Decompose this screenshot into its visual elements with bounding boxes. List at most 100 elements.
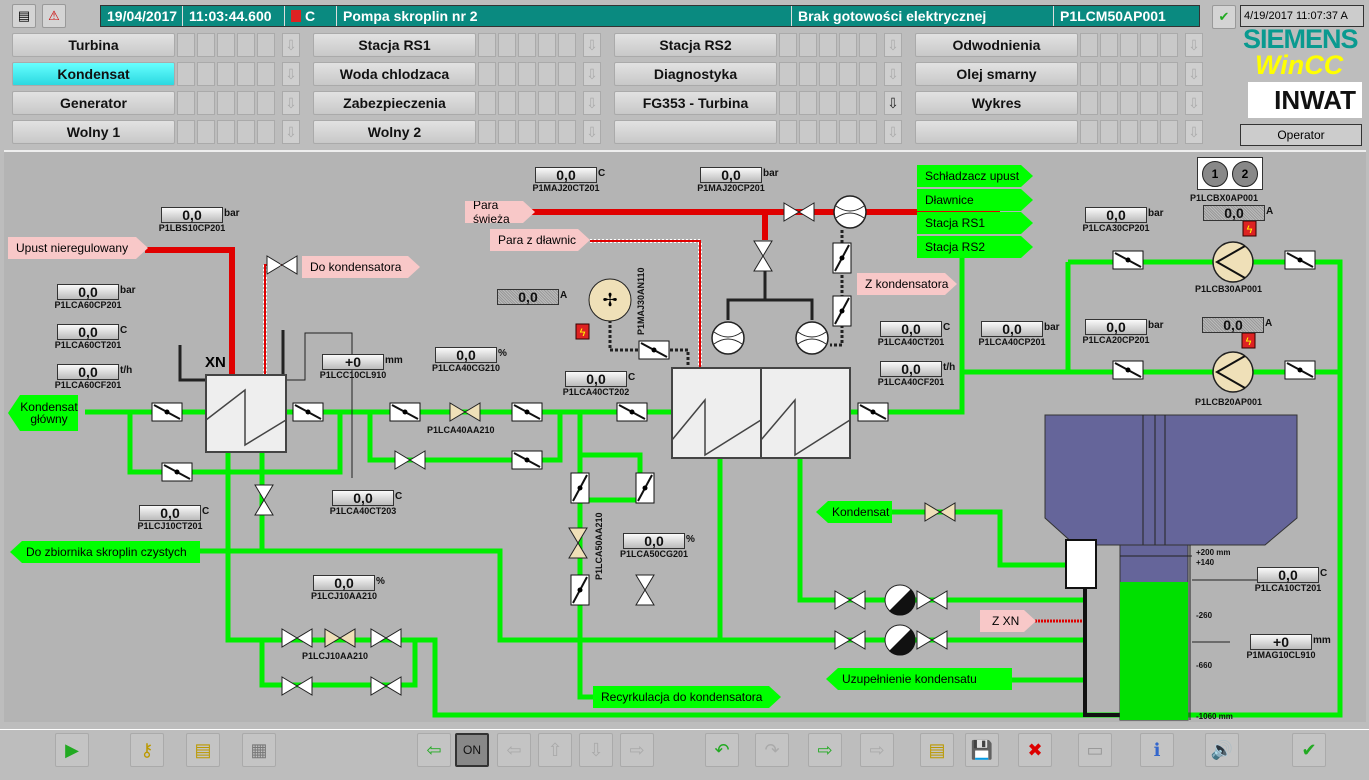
open-icon[interactable]: ⇨ xyxy=(808,733,842,767)
folder-icon[interactable]: ▤ xyxy=(920,733,954,767)
forward-icon[interactable]: ⇨ xyxy=(860,733,894,767)
check-valve[interactable] xyxy=(389,402,421,422)
tag-para-z-dlawnic[interactable]: Para z dławnic xyxy=(490,229,590,251)
arrow-down-icon[interactable]: ⇩ xyxy=(1185,91,1203,115)
arrow-down-icon[interactable]: ⇩ xyxy=(884,120,902,144)
check-valve[interactable] xyxy=(832,242,852,274)
pump-icon[interactable] xyxy=(1212,351,1254,393)
value-display[interactable]: 0,0%P1LCA40CG210 xyxy=(416,347,516,373)
valve[interactable] xyxy=(370,676,402,696)
ejector-icon[interactable] xyxy=(833,195,867,229)
tag-stacja-rs1[interactable]: Stacja RS1 xyxy=(917,212,1033,234)
ball-valve-icon[interactable] xyxy=(884,584,916,616)
valve[interactable] xyxy=(753,240,773,272)
check-valve[interactable] xyxy=(635,472,655,504)
valve[interactable] xyxy=(449,402,481,422)
alarm-line[interactable]: 19/04/2017 11:03:44.600 C Pompa skroplin… xyxy=(100,5,1200,27)
screen-icon[interactable]: ⇦ xyxy=(417,733,451,767)
valve[interactable] xyxy=(568,527,588,559)
on-button[interactable]: ON xyxy=(455,733,489,767)
acknowledge-icon[interactable]: ✔ xyxy=(1292,733,1326,767)
start-icon[interactable]: ▶ xyxy=(55,733,89,767)
nav-button[interactable] xyxy=(915,120,1078,144)
check-valve[interactable] xyxy=(1284,360,1316,380)
arrow-down-icon[interactable]: ⇩ xyxy=(583,91,601,115)
valve[interactable] xyxy=(370,628,402,648)
check-valve[interactable] xyxy=(151,402,183,422)
tag-do-zbiornika[interactable]: Do zbiornika skroplin czystych xyxy=(10,541,200,563)
pump-icon[interactable] xyxy=(1212,241,1254,283)
pump-selector[interactable]: 1 2 xyxy=(1197,157,1263,190)
delete-icon[interactable]: ✖ xyxy=(1018,733,1052,767)
check-valve[interactable] xyxy=(832,295,852,327)
tag-stacja-rs2[interactable]: Stacja RS2 xyxy=(917,236,1033,258)
check-valve[interactable] xyxy=(1284,250,1316,270)
tag-z-xn[interactable]: Z XN xyxy=(980,610,1036,632)
valve[interactable] xyxy=(783,202,815,222)
tag-para-swieza[interactable]: Para świeża xyxy=(465,201,535,223)
ejector-icon[interactable] xyxy=(795,321,829,355)
nav-button[interactable] xyxy=(614,120,777,144)
check-valve[interactable] xyxy=(638,340,670,360)
tag-z-kondensatora[interactable]: Z kondensatora xyxy=(857,273,957,295)
value-display[interactable]: 0,0%P1LCA50CG201 xyxy=(604,533,704,559)
valve[interactable] xyxy=(924,502,956,522)
arrow-right-icon[interactable]: ⇨ xyxy=(620,733,654,767)
alarm-ack-icon[interactable]: ⚠ xyxy=(42,4,66,28)
tag-upust[interactable]: Upust nieregulowany xyxy=(8,237,148,259)
check-valve[interactable] xyxy=(570,574,590,606)
info-icon[interactable]: ℹ xyxy=(1140,733,1174,767)
valve[interactable] xyxy=(635,574,655,606)
tag-kondensat[interactable]: Kondensat xyxy=(816,501,892,523)
tag-uzupelnienie[interactable]: Uzupełnienie kondensatu xyxy=(826,668,1012,690)
tag-do-kondensatora[interactable]: Do kondensatora xyxy=(302,256,420,278)
key-icon[interactable]: ⚷ xyxy=(130,733,164,767)
nav-button[interactable]: FG353 - Turbina xyxy=(614,91,777,115)
valve[interactable] xyxy=(281,676,313,696)
arrow-down-icon[interactable]: ⇩ xyxy=(884,33,902,57)
fan-icon[interactable]: ✢ xyxy=(588,278,632,322)
tag-recyrkulacja[interactable]: Recyrkulacja do kondensatora xyxy=(593,686,781,708)
valve[interactable] xyxy=(916,630,948,650)
sound-icon[interactable]: 🔊 xyxy=(1205,733,1239,767)
valve[interactable] xyxy=(834,630,866,650)
nav-button[interactable]: Generator xyxy=(12,91,175,115)
arrow-down-icon[interactable]: ⇩ xyxy=(1185,120,1203,144)
nav-button[interactable]: Stacja RS1 xyxy=(313,33,476,57)
valve[interactable] xyxy=(916,590,948,610)
nav-button[interactable]: Stacja RS2 xyxy=(614,33,777,57)
valve[interactable] xyxy=(324,628,356,648)
undo-icon[interactable]: ↶ xyxy=(705,733,739,767)
arrow-down-icon[interactable]: ⇩ xyxy=(282,120,300,144)
report-icon[interactable]: ▤ xyxy=(12,4,36,28)
arrow-down-icon[interactable]: ⇩ xyxy=(282,33,300,57)
arrow-down-icon[interactable]: ⇩ xyxy=(583,62,601,86)
arrow-down-icon[interactable]: ⇩ xyxy=(583,33,601,57)
pump-2-button[interactable]: 2 xyxy=(1232,161,1258,187)
arrow-down-icon[interactable]: ⇩ xyxy=(884,62,902,86)
check-valve[interactable] xyxy=(857,402,889,422)
alarm-list-icon[interactable]: ✔ xyxy=(1212,5,1236,29)
tag-schladzacz[interactable]: Schładzacz upust xyxy=(917,165,1033,187)
arrow-down-icon[interactable]: ⇩ xyxy=(1185,62,1203,86)
nav-button[interactable]: Woda chlodzaca xyxy=(313,62,476,86)
display-icon[interactable]: ▭ xyxy=(1078,733,1112,767)
arrow-down-icon[interactable]: ⇩ xyxy=(1185,33,1203,57)
valve[interactable] xyxy=(254,484,274,516)
nav-button[interactable]: Zabezpieczenia xyxy=(313,91,476,115)
